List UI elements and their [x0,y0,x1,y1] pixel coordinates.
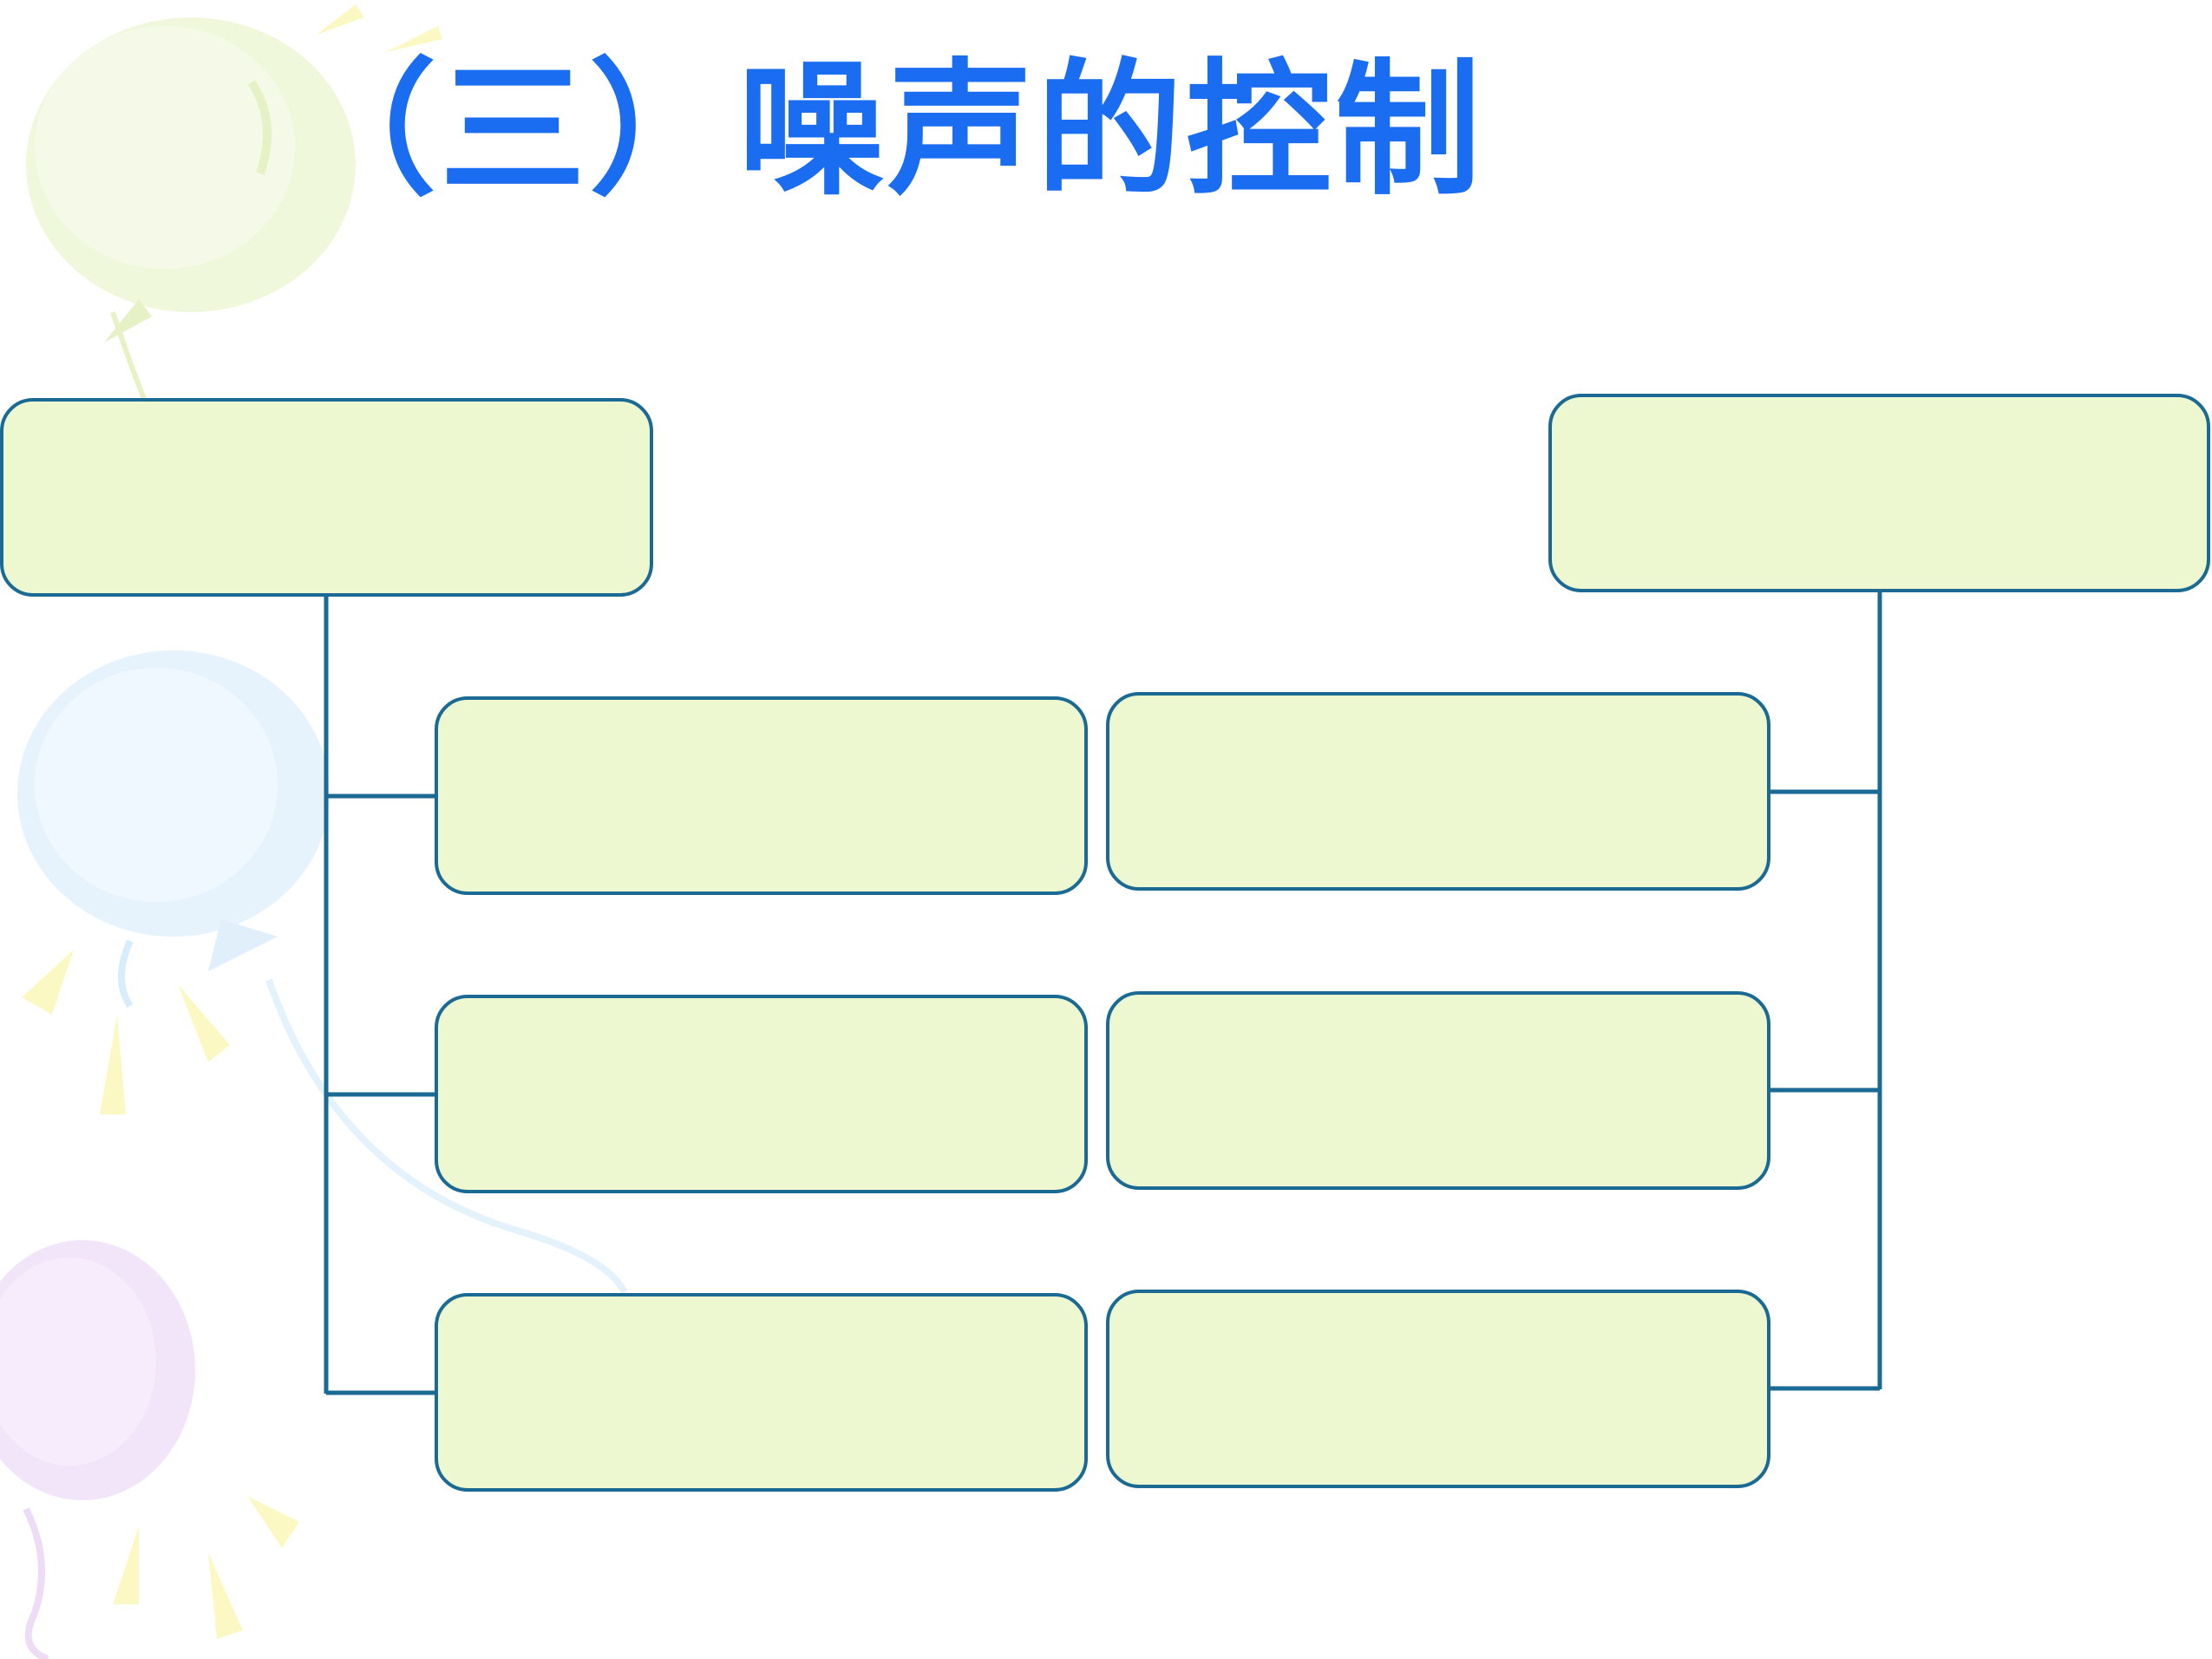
right-root-box [1548,394,2210,592]
left-child-box-3 [435,1293,1088,1492]
page-title: （三）噪声的控制 [291,45,1484,215]
right-child-box-2 [1106,991,1770,1190]
balloon-purple-icon [0,1240,195,1659]
left-root-box [0,398,653,597]
right-child-box-3 [1106,1290,1770,1488]
balloon-blue-icon [17,650,628,1294]
left-child-box-2 [435,995,1088,1193]
left-child-box-1 [435,696,1088,895]
sparkle-ray-icon [22,4,442,1639]
right-child-box-1 [1106,692,1770,891]
